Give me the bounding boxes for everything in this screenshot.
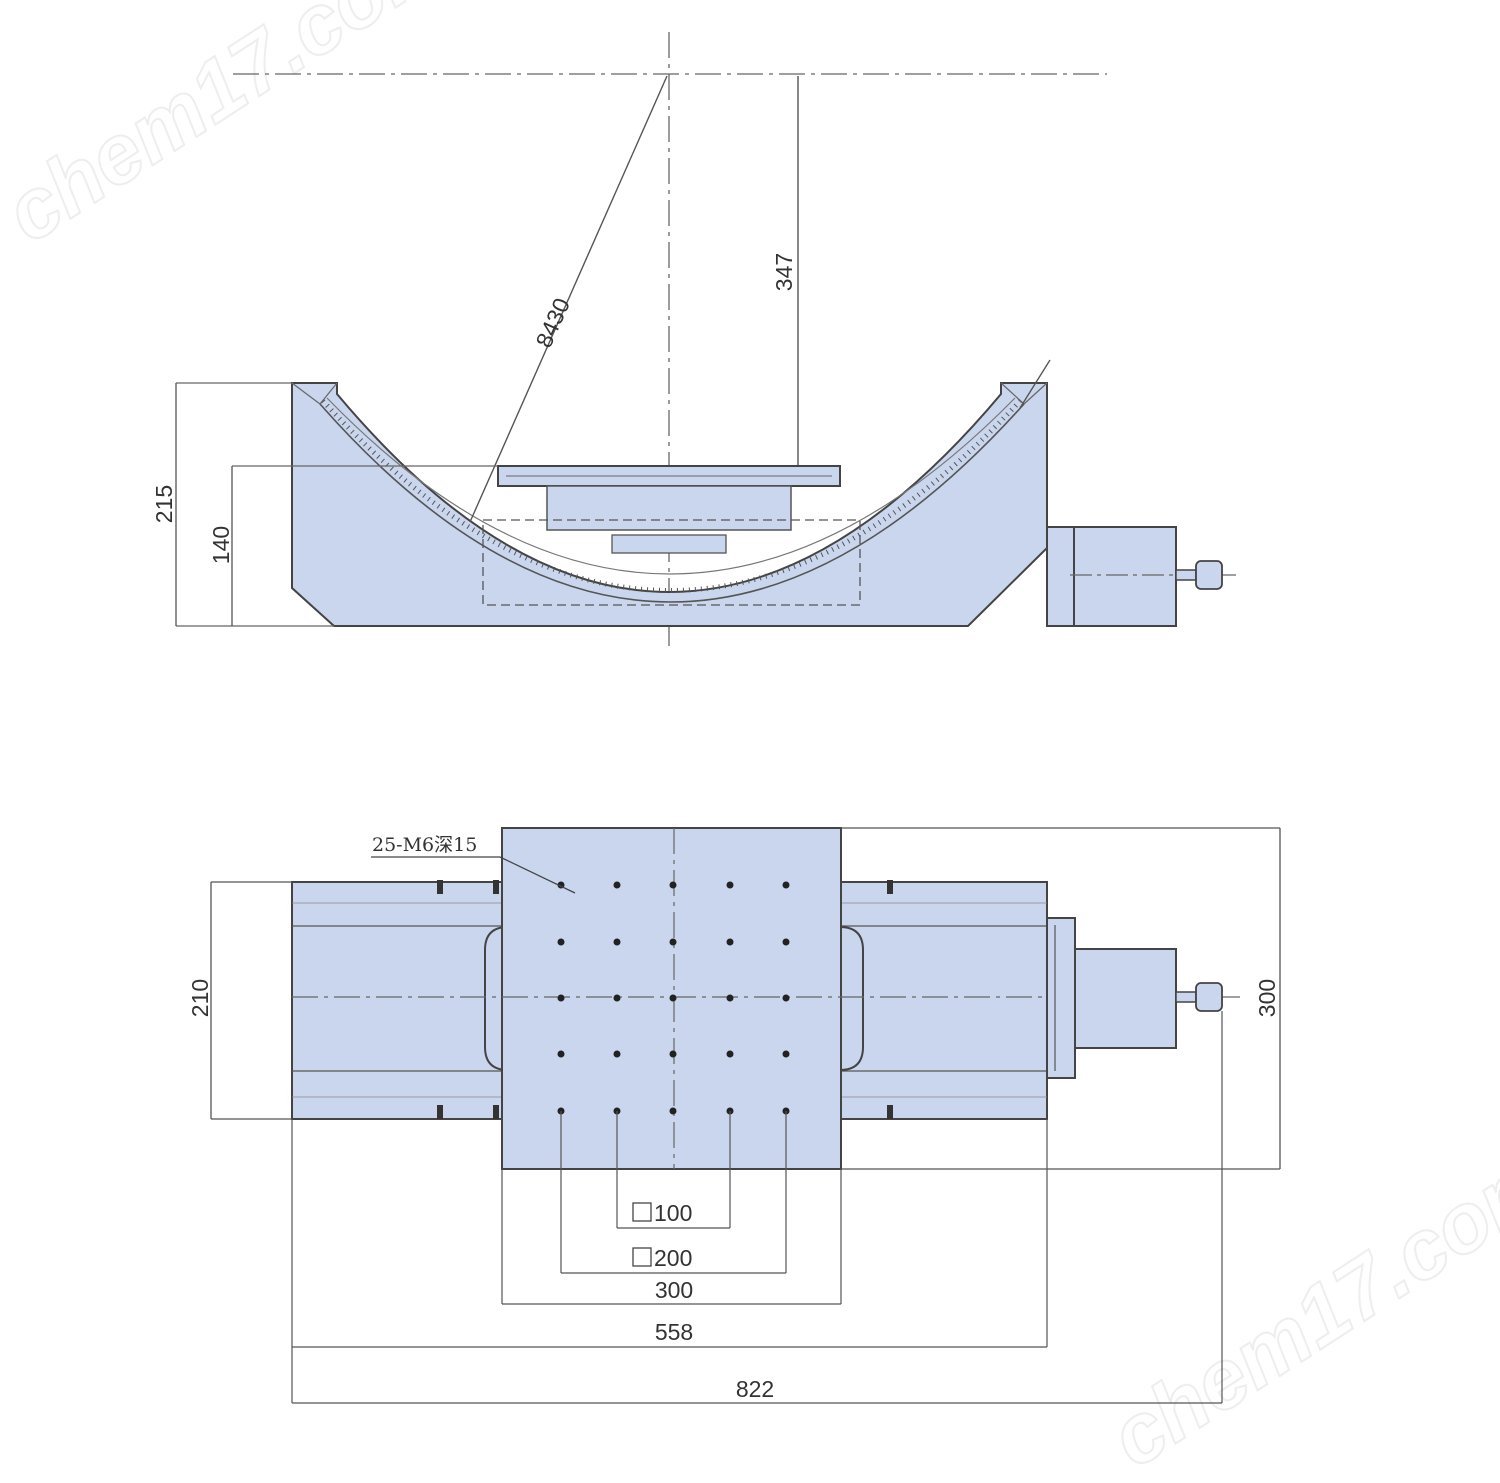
left-slot-outline — [484, 926, 509, 1071]
overall-length-label: 822 — [736, 1376, 774, 1402]
rail-stop — [437, 1105, 443, 1119]
carriage-block — [611, 534, 727, 554]
table-height-label: 140 — [208, 526, 234, 564]
knob-shaft-side — [1175, 569, 1197, 581]
mounting-hole — [613, 881, 621, 889]
mounting-hole — [669, 1107, 677, 1115]
mounting-hole — [726, 881, 734, 889]
rail-stop — [493, 880, 499, 894]
overall-height-label: 215 — [151, 485, 177, 523]
square-symbol-100 — [632, 1202, 652, 1222]
mounting-hole — [669, 938, 677, 946]
mounting-hole — [782, 1050, 790, 1058]
mounting-hole — [557, 1050, 565, 1058]
mounting-hole — [782, 938, 790, 946]
mounting-hole — [669, 994, 677, 1002]
right-corner-edge — [1023, 382, 1048, 405]
knob-side — [1195, 560, 1223, 590]
hole-note-label: 25-M6深15 — [372, 834, 477, 856]
square-symbol-200 — [632, 1247, 652, 1267]
mounting-hole — [726, 938, 734, 946]
motor-flange-side — [1046, 526, 1075, 627]
base-length-label: 558 — [655, 1319, 693, 1345]
rail-stop — [437, 880, 443, 894]
table-depth-label: 300 — [1254, 979, 1280, 1017]
center-height-label: 347 — [771, 253, 797, 291]
left-corner-edge — [291, 382, 321, 405]
motor-flange-top — [1046, 917, 1076, 1079]
mounting-hole — [613, 938, 621, 946]
rail-stop — [493, 1105, 499, 1119]
radius-label: 8430 — [530, 294, 575, 351]
right-slot-outline — [839, 926, 864, 1071]
side-view: 8430 347 215 140 — [151, 32, 1236, 648]
mounting-hole — [726, 1050, 734, 1058]
radius-leader-tail — [1019, 359, 1051, 409]
table-width-label: 300 — [655, 1277, 693, 1303]
knob-shaft-top — [1175, 991, 1197, 1003]
mounting-hole — [613, 994, 621, 1002]
mounting-hole — [782, 994, 790, 1002]
mounting-hole — [557, 994, 565, 1002]
mounting-hole — [726, 994, 734, 1002]
mounting-hole — [557, 938, 565, 946]
rail-stop — [887, 880, 893, 894]
pitch-100-label: 100 — [654, 1200, 692, 1226]
top-view: 25-M6深15 100 200 300 558 822 — [187, 827, 1281, 1404]
right-corner-edge-2 — [1000, 382, 1025, 405]
motor-body-side — [1073, 526, 1177, 627]
left-corner-edge-2 — [319, 382, 338, 405]
right-lower-chamfer — [967, 547, 1048, 627]
hidden-motor-cavity — [482, 519, 861, 606]
mounting-hole — [669, 881, 677, 889]
watermark-top: chem17.com — [0, 0, 467, 260]
watermark-bottom: chem17.com — [1094, 1129, 1500, 1483]
arc-guide-rail-outer — [319, 403, 1025, 603]
pitch-200-label: 200 — [654, 1245, 692, 1271]
hole-note-leader — [499, 856, 576, 894]
radius-leader-line — [469, 75, 668, 523]
arc-guide-rail-inner — [326, 397, 1016, 575]
mounting-hole — [669, 1050, 677, 1058]
mounting-hole — [613, 1050, 621, 1058]
knob-top — [1195, 982, 1223, 1012]
mounting-hole — [782, 881, 790, 889]
mounting-hole-grid — [557, 881, 790, 1115]
base-width-label: 210 — [187, 979, 213, 1017]
table-neck — [546, 485, 792, 531]
arc-guide-rail-hatch — [321, 399, 1022, 593]
left-lower-chamfer — [291, 587, 335, 627]
rail-stop — [887, 1105, 893, 1119]
motor-body-top — [1074, 948, 1177, 1049]
